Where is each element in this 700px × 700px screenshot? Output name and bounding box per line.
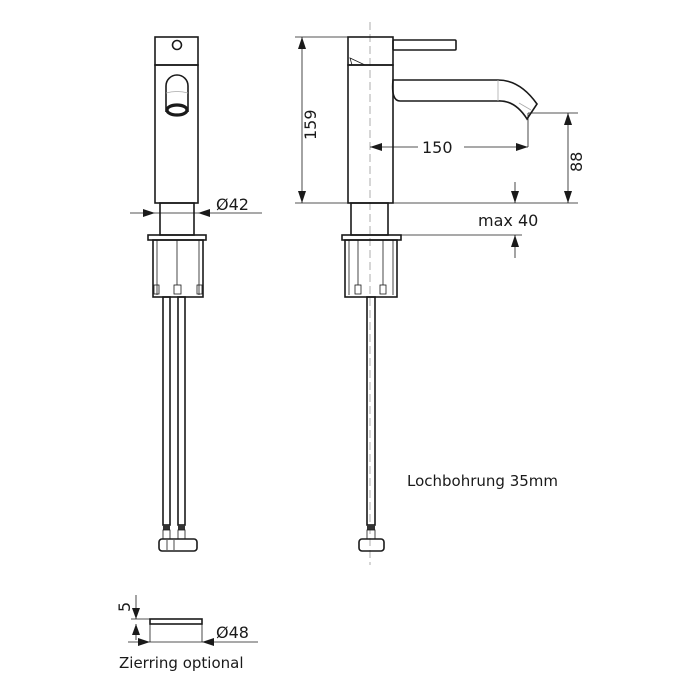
dim-spout-height: 88 [567, 152, 586, 172]
dim-spout-reach: 150 [422, 138, 453, 157]
ring-note: Zierring optional [119, 654, 244, 672]
neck [350, 202, 389, 236]
mounting-body [344, 239, 398, 298]
spout [391, 79, 538, 121]
side-view: 159 150 88 max 40 [295, 22, 586, 565]
dim-ring-height: 5 [115, 602, 134, 612]
lever-cap [347, 36, 394, 66]
faucet-body [347, 64, 394, 204]
lever-handle [392, 39, 457, 51]
dim-ring-diameter: Ø48 [216, 623, 249, 642]
ring-profile [149, 618, 203, 625]
lever-hole [171, 39, 183, 51]
spout-outlet [165, 74, 189, 112]
hole-note: Lochbohrung 35mm [407, 472, 558, 490]
mounting-body [152, 239, 204, 298]
faucet-body [154, 64, 199, 204]
aerator [165, 103, 189, 117]
neck [159, 202, 195, 236]
decorative-ring: 5 Ø48 Zierring optional [115, 595, 258, 672]
supply-hose [358, 296, 385, 552]
dim-body-diameter: Ø42 [216, 195, 249, 214]
front-view: Ø42 [130, 36, 262, 552]
supply-hoses [158, 296, 198, 552]
dim-max-thickness: max 40 [478, 211, 538, 230]
dim-total-height: 159 [301, 109, 320, 140]
